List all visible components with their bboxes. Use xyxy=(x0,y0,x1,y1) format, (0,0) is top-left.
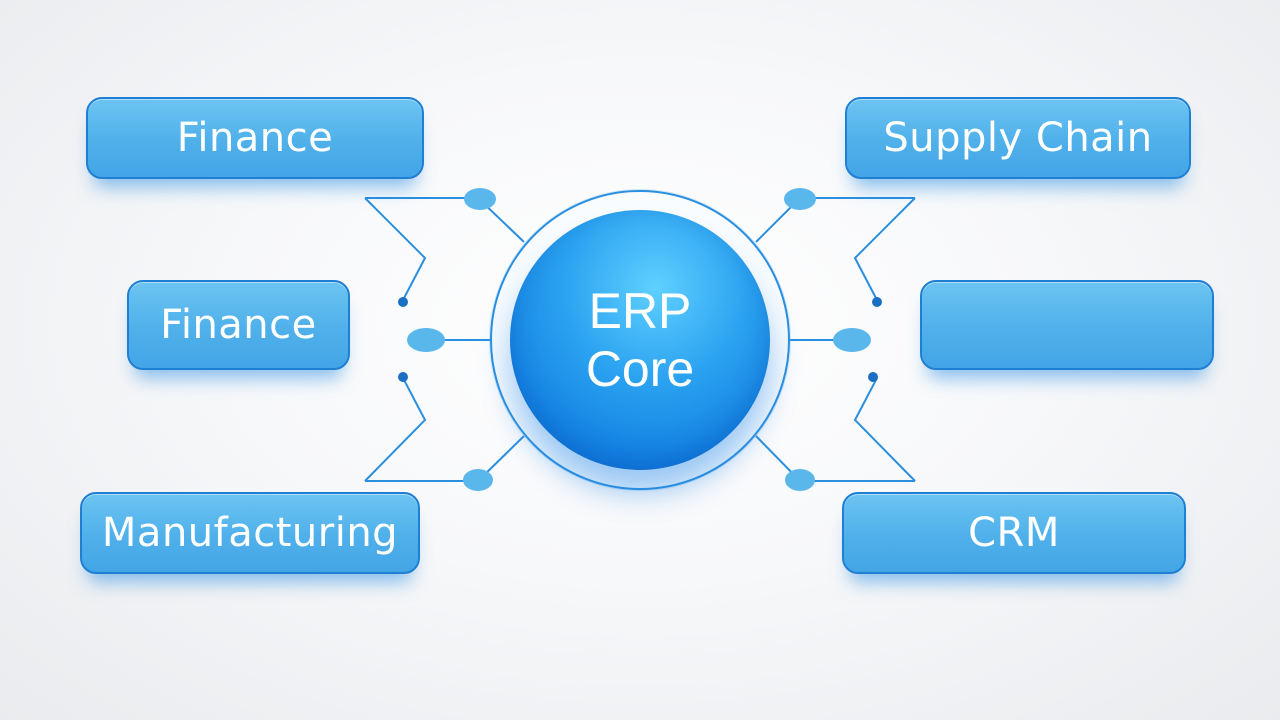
node-right-middle xyxy=(833,328,871,352)
module-label: Manufacturing xyxy=(101,510,399,556)
dot-left-lower xyxy=(398,372,408,382)
node-right-lower xyxy=(785,469,815,491)
dot-right-lower xyxy=(868,372,878,382)
module-label: CRM xyxy=(968,510,1060,556)
node-right-upper xyxy=(784,188,816,210)
module-label: Supply Chain xyxy=(883,115,1153,161)
connector-left-lower xyxy=(365,435,525,482)
connector-right-lower xyxy=(755,435,915,482)
dot-right-upper xyxy=(872,297,882,307)
core-label-line1: ERP xyxy=(588,283,692,339)
module-manufacturing: Manufacturing xyxy=(80,492,420,574)
module-label: Finance xyxy=(176,115,334,161)
connector-right-upper xyxy=(755,197,915,243)
connector-right-upper-zigzag xyxy=(853,197,916,301)
erp-core: ERP Core xyxy=(510,210,770,470)
module-empty xyxy=(920,280,1214,370)
connector-left-lower-zigzag xyxy=(364,377,427,482)
module-supply-chain: Supply Chain xyxy=(845,97,1191,179)
connector-left-upper xyxy=(365,197,525,243)
module-label: Finance xyxy=(160,302,317,348)
dot-left-upper xyxy=(398,297,408,307)
module-crm: CRM xyxy=(842,492,1186,574)
connector-right-lower-zigzag xyxy=(853,377,916,482)
node-left-lower xyxy=(463,469,493,491)
module-finance-middle: Finance xyxy=(127,280,350,370)
node-left-middle xyxy=(407,328,445,352)
core-label-line2: Core xyxy=(585,341,695,397)
module-finance-top: Finance xyxy=(86,97,424,179)
connector-left-upper-zigzag xyxy=(364,197,427,301)
node-left-upper xyxy=(464,188,496,210)
